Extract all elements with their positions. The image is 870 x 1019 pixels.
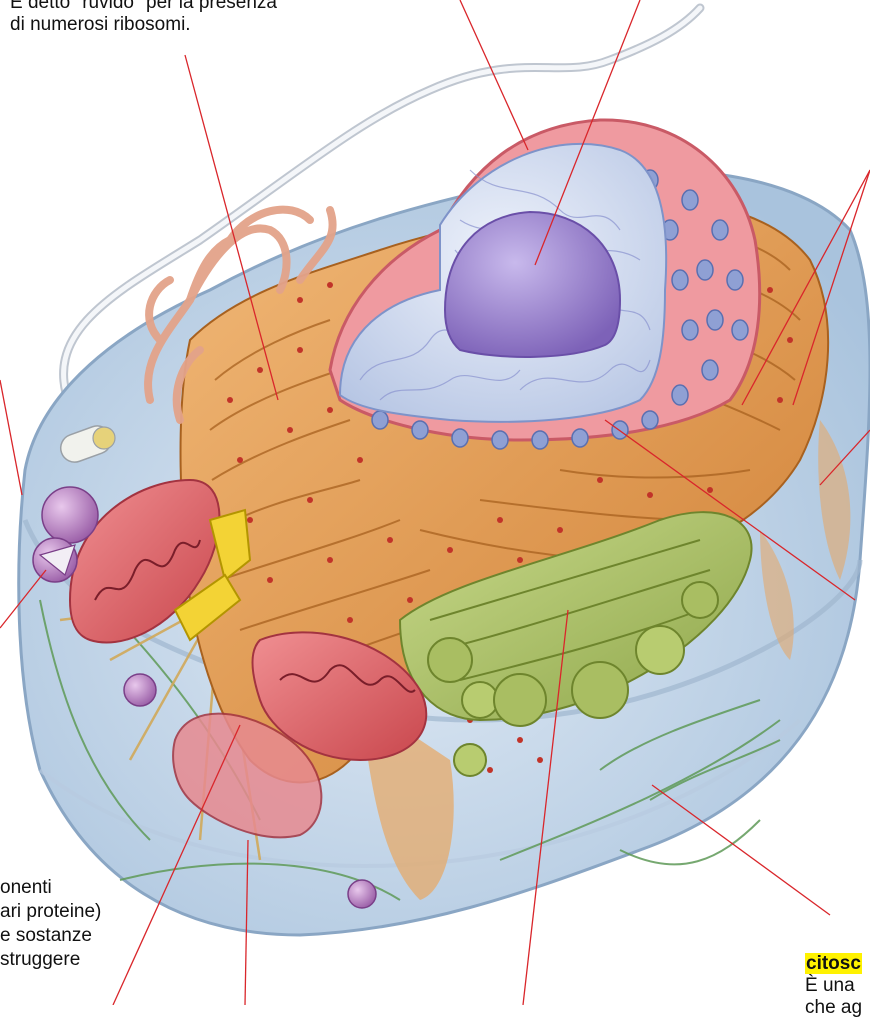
lysosome-description-line2: ari proteine) <box>0 901 101 923</box>
cytoskeleton-title-highlight: citosc <box>805 953 862 974</box>
lysosome-description-line4: struggere <box>0 949 80 971</box>
lysosome-description-line1: onenti <box>0 877 52 899</box>
lysosome-description-line3: e sostanze <box>0 925 92 947</box>
rough-er-description-line1: È detto "ruvido" per la presenza <box>10 0 277 14</box>
cytoskeleton-line2: che ag <box>805 997 862 1019</box>
cytoskeleton-title: citosc <box>805 953 862 975</box>
rough-er-description-line2: di numerosi ribosomi. <box>10 14 191 36</box>
cytoskeleton-line1: È una <box>805 975 855 997</box>
